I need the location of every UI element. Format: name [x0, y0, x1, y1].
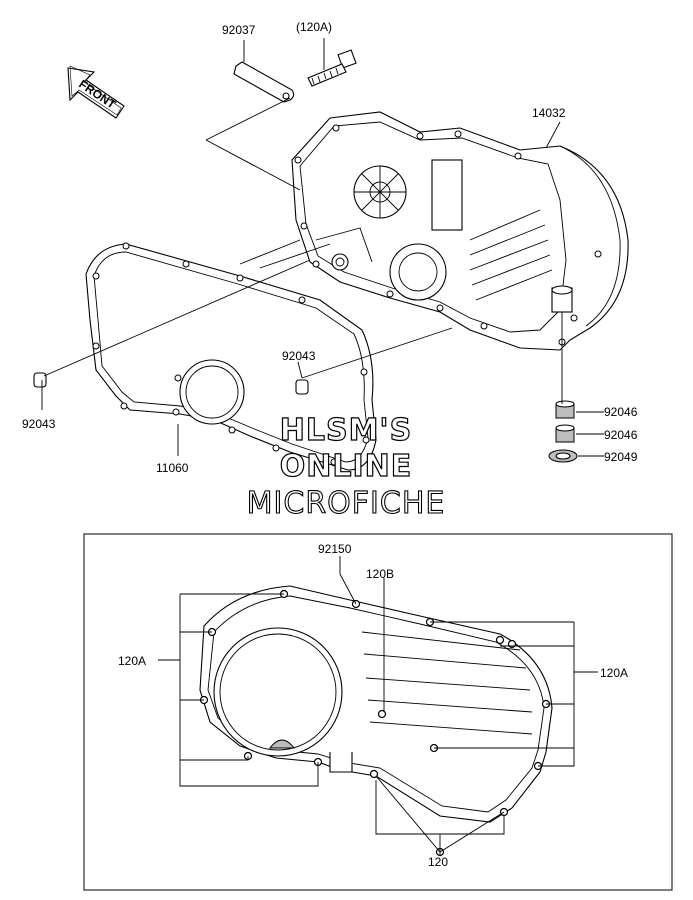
watermark-line2: ONLINE	[280, 449, 413, 484]
label-120A-right: 120A	[600, 666, 628, 680]
label-120A-left: 120A	[118, 654, 146, 668]
bolt-120A	[307, 49, 357, 87]
front-arrow-icon: FRONT	[67, 65, 125, 119]
outer-cover-92150	[199, 585, 553, 857]
label-92046-b: 92046	[604, 428, 638, 442]
dowel-92043-mid	[295, 379, 309, 395]
label-120A-top: (120A)	[296, 20, 332, 34]
bushing-92046-b	[555, 424, 575, 443]
label-92049: 92049	[604, 450, 638, 464]
label-14032: 14032	[532, 106, 566, 120]
watermark-line1: HLSM'S	[280, 413, 412, 448]
watermark-line3: MICROFICHE	[247, 486, 446, 521]
label-92150: 92150	[318, 542, 352, 556]
dowel-92043-left	[33, 372, 47, 388]
gasket-11060	[85, 242, 377, 471]
label-120-bottom: 120	[428, 855, 448, 869]
leader-lines	[41, 38, 604, 457]
bracket-92037	[233, 61, 295, 103]
label-92046-a: 92046	[604, 405, 638, 419]
label-11060: 11060	[156, 461, 189, 475]
inset-leader-lines	[158, 556, 598, 856]
seal-92049	[548, 449, 578, 463]
label-92043-left: 92043	[22, 417, 56, 431]
label-92043-mid: 92043	[282, 349, 316, 363]
crankcase-cover-14032	[291, 111, 629, 351]
inset-frame	[83, 533, 673, 891]
label-120B: 120B	[366, 567, 394, 581]
bushing-92046-a	[555, 400, 575, 419]
label-92037: 92037	[222, 23, 256, 37]
